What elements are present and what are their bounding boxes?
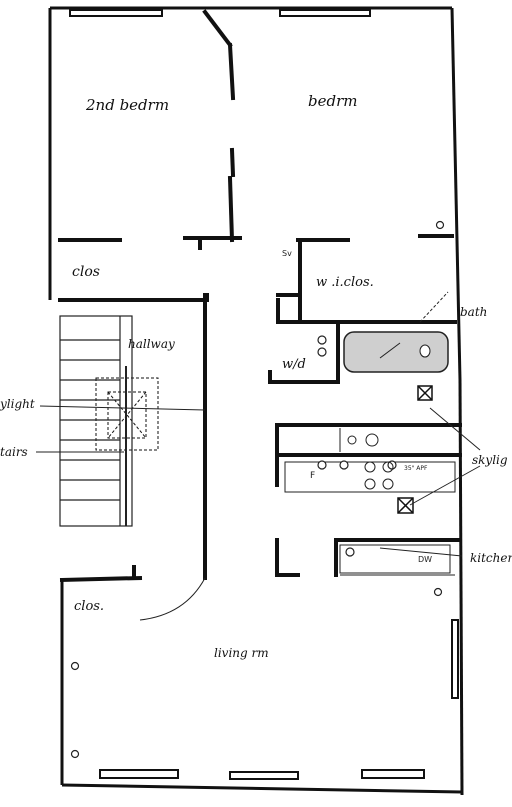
exterior-walls: [48, 6, 464, 796]
stove-burners: [347, 433, 394, 490]
label-fridge: F: [310, 471, 315, 481]
label-skylight-right: skylig: [472, 453, 508, 467]
room-label-living-room: living rm: [214, 646, 269, 660]
skylights: [95, 377, 433, 514]
room-label-washer-dryer: w/d: [282, 357, 306, 372]
label-stairs: tairs: [0, 445, 28, 459]
bathtub: [343, 331, 449, 373]
room-label-kitchen: kitchen: [470, 551, 512, 565]
leader-lines: [36, 405, 481, 557]
skylight-right-top: [417, 385, 433, 401]
label-dishwasher: DW: [418, 555, 432, 564]
kitchen-counters: [284, 428, 456, 576]
interior-walls: [58, 9, 462, 583]
label-skylight-left: ylight: [0, 397, 35, 411]
room-label-bedroom: bedrm: [308, 92, 357, 110]
windows: [69, 9, 459, 780]
label-appliance-note: 35" APF: [404, 465, 428, 472]
room-label-closet-upper: clos: [72, 264, 100, 280]
stair-treads: [59, 315, 133, 527]
bath-door-swing: [419, 291, 449, 323]
room-label-bath: bath: [460, 305, 487, 319]
room-label-second-bedroom: 2nd bedrm: [85, 96, 169, 114]
room-label-closet-lower: clos.: [74, 599, 104, 614]
room-label-hallway: hallway: [128, 337, 175, 351]
closet-door-arc: [139, 577, 206, 621]
skylight-right-bottom: [397, 497, 414, 514]
outlet-symbols: [70, 220, 445, 759]
label-shower-mark: Sv: [282, 249, 292, 258]
room-label-walk-in-closet: w .i.clos.: [316, 275, 374, 290]
